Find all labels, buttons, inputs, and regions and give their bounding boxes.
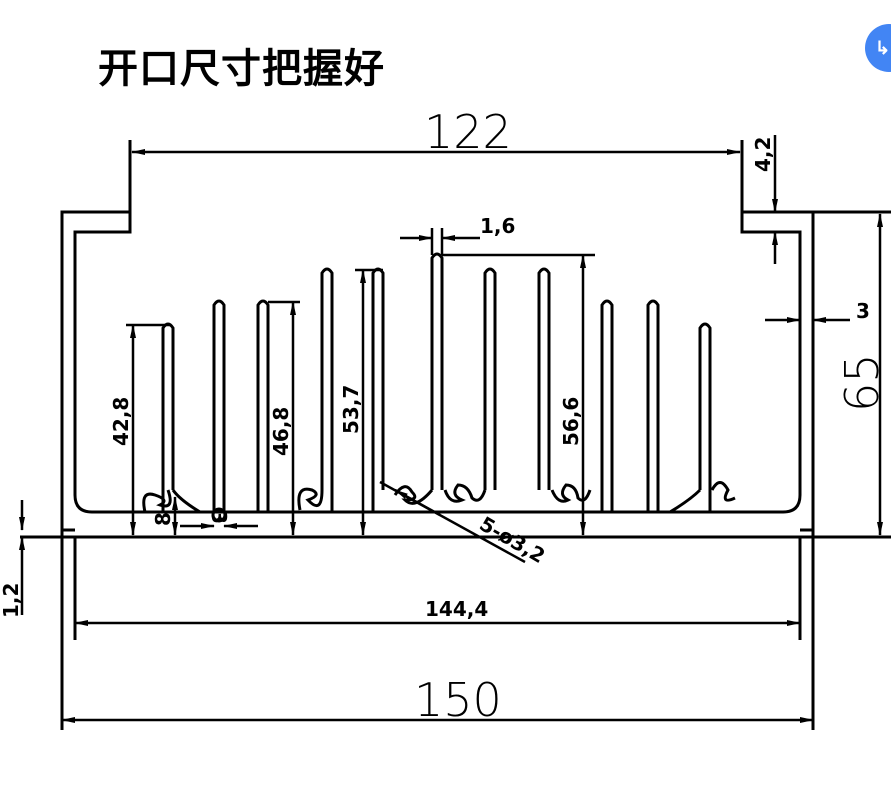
dim-fin4-height: 56,6 — [559, 397, 583, 446]
profile-outline — [20, 140, 891, 730]
drawing-title: 开口尺寸把握好 — [98, 46, 385, 92]
screw-grooves — [142, 481, 736, 523]
dim-inner-width: 144,4 — [425, 597, 488, 621]
floating-action-button[interactable]: ↳ — [865, 24, 891, 72]
dim-flange-depth: 4,2 — [751, 137, 775, 172]
fins — [161, 252, 712, 514]
dim-fin1-height: 42,8 — [109, 397, 133, 446]
dimension-lines — [19, 135, 883, 723]
dim-fin3-height: 53,7 — [339, 385, 363, 434]
dim-groove-height: 8 — [151, 512, 175, 526]
dim-height: 65 — [835, 353, 889, 412]
dim-fin-thickness: 1,6 — [480, 214, 515, 238]
dim-base-thickness: 1,2 — [0, 583, 23, 618]
return-arrow-icon: ↳ — [875, 38, 891, 58]
dim-groove-width: 3 — [207, 510, 231, 524]
dim-wall-thickness: 3 — [856, 299, 870, 323]
dim-top-width: 122 — [424, 105, 512, 159]
dim-fin2-height: 46,8 — [269, 407, 293, 456]
dim-overall-width: 150 — [414, 673, 502, 727]
